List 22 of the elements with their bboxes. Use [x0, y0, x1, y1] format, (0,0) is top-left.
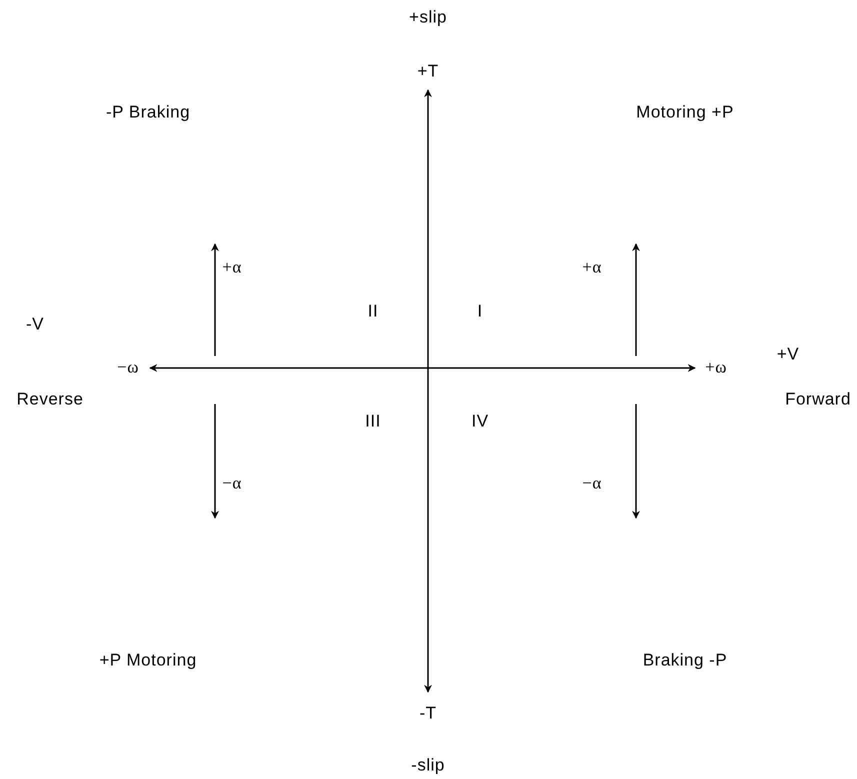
quadrant-number: III — [365, 412, 381, 432]
axis-label: −ω — [117, 358, 139, 378]
quadrant-number: II — [368, 302, 378, 322]
quadrant-mode-label: -P Braking — [106, 104, 190, 122]
axis-label: -V — [26, 316, 44, 334]
acceleration-label: +α — [582, 258, 602, 278]
direction-label: Reverse — [16, 390, 84, 410]
acceleration-label: −α — [582, 474, 602, 494]
quadrant-mode-label: Braking -P — [642, 652, 728, 670]
axis-label: -T — [419, 704, 437, 724]
quadrant-number: I — [477, 302, 483, 322]
axis-label: +ω — [705, 358, 727, 378]
acceleration-label: +α — [222, 258, 242, 278]
quadrant-number: IV — [471, 412, 489, 432]
axis-label: -slip — [411, 756, 445, 776]
axis-label: +slip — [409, 8, 447, 28]
quadrant-mode-label: Motoring +P — [636, 104, 734, 122]
axis-label: +V — [776, 346, 800, 364]
quadrant-mode-label: +P Motoring — [99, 652, 197, 670]
acceleration-label: −α — [222, 474, 242, 494]
axis-label: +T — [417, 62, 439, 82]
direction-label: Forward — [785, 390, 851, 410]
